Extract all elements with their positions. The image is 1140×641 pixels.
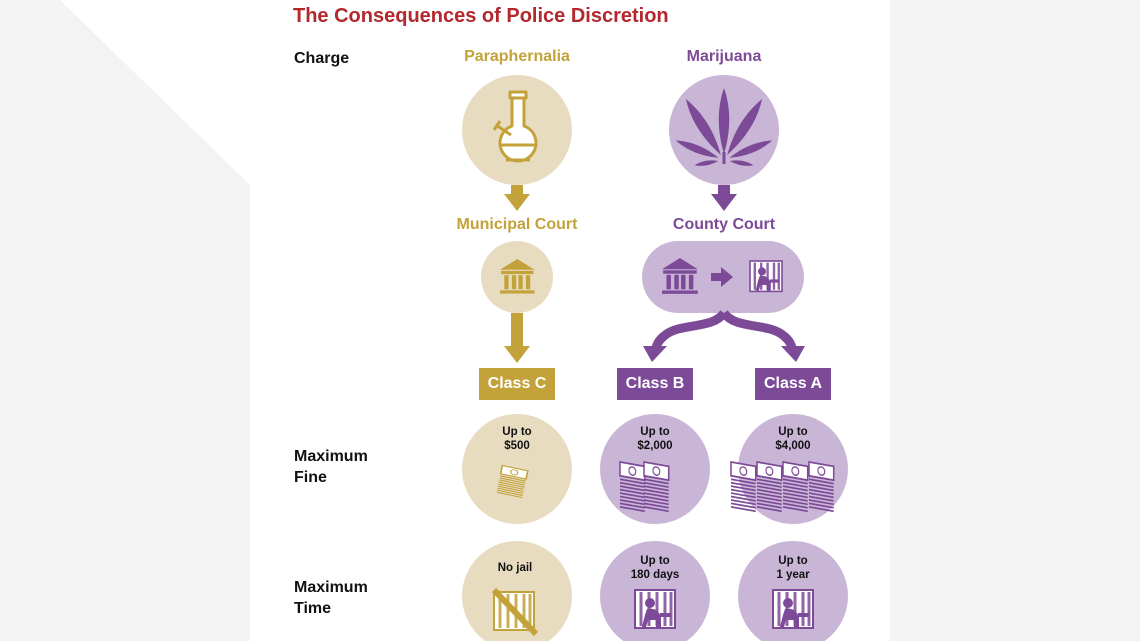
charge-paraphernalia: Paraphernalia [464, 48, 570, 65]
fine-text-b: Up to $2,000 [615, 425, 695, 453]
fine-text-a: Up to $4,000 [753, 425, 833, 453]
page-title: The Consequences of Police Discretion [293, 5, 669, 27]
class-c-box: Class C [479, 368, 555, 400]
fine-c-amount: $500 [504, 440, 530, 452]
court-municipal: Municipal Court [456, 216, 578, 233]
court-county: County Court [672, 216, 776, 233]
row-label-time: Maximum Time [294, 577, 368, 619]
time-text-a: Up to 1 year [753, 554, 833, 582]
jail-cell-icon [633, 588, 677, 630]
time-b-line1: Up to [640, 555, 670, 567]
fine-b-line1: Up to [640, 426, 670, 438]
bong-icon [492, 90, 538, 163]
cannabis-leaf-icon [675, 88, 773, 166]
row-label-time-line2: Time [294, 600, 332, 617]
jail-cell-icon [771, 588, 815, 630]
charge-marijuana: Marijuana [686, 48, 762, 65]
fine-b-amount: $2,000 [637, 440, 673, 452]
arrow-down-municipal [504, 313, 530, 363]
time-text-c: No jail [497, 562, 533, 574]
fine-text-c: Up to $500 [477, 425, 557, 453]
time-a-line1: Up to [778, 555, 808, 567]
municipal-court-circle [481, 241, 553, 313]
branch-arrows [651, 309, 797, 350]
no-jail-icon [491, 587, 539, 637]
row-label-fine-line2: Fine [294, 469, 327, 486]
row-label-fine: Maximum Fine [294, 446, 368, 488]
fine-c-line1: Up to [502, 426, 532, 438]
jail-cell-icon [748, 259, 784, 293]
time-b-duration: 180 days [630, 569, 680, 581]
arrow-right-icon [711, 267, 733, 287]
time-a-duration: 1 year [776, 569, 810, 581]
class-b-box: Class B [617, 368, 693, 400]
time-text-b: Up to 180 days [615, 554, 695, 582]
row-label-charge: Charge [294, 50, 350, 67]
fine-a-line1: Up to [778, 426, 808, 438]
class-a-box: Class A [755, 368, 831, 400]
infographic-panel [250, 0, 890, 641]
row-label-fine-line1: Maximum [294, 448, 368, 465]
arrow-head-class-a [781, 346, 805, 362]
background-decoration [60, 0, 250, 185]
fine-a-amount: $4,000 [775, 440, 811, 452]
arrow-down-marijuana [711, 185, 737, 211]
arrow-head-class-b [643, 346, 667, 362]
row-label-time-line1: Maximum [294, 579, 368, 596]
arrow-down-paraphernalia [504, 185, 530, 211]
